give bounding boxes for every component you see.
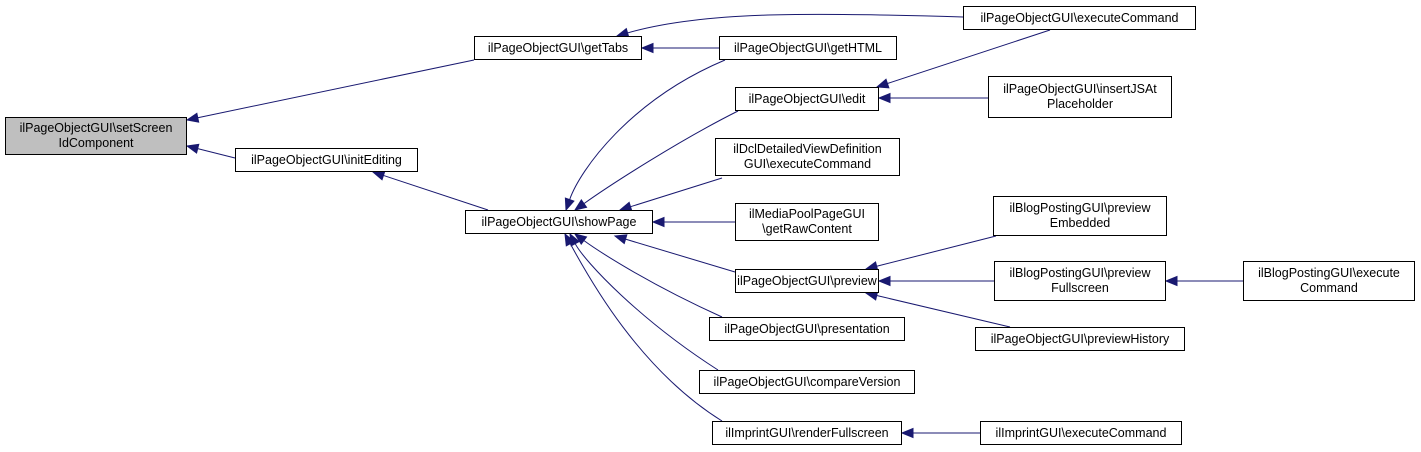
node-label-line: ilPageObjectGUI\showPage: [481, 214, 637, 229]
node-label-line: ilPageObjectGUI\executeCommand: [980, 10, 1179, 25]
node-label-line: ilPageObjectGUI\getHTML: [734, 40, 882, 55]
arrowhead-icon: [877, 275, 891, 287]
node-label-line: GUI\executeCommand: [743, 157, 872, 171]
arrowhead-icon: [573, 233, 588, 246]
edge-blogEmbedded-to-preview: [876, 235, 997, 267]
node-label-line: ilImprintGUI\renderFullscreen: [725, 425, 889, 440]
edge-dclDetailed-to-showPage: [630, 177, 723, 208]
node-initEditing[interactable]: ilPageObjectGUI\initEditing: [235, 148, 418, 172]
node-renderFullscreen[interactable]: ilImprintGUI\renderFullscreen: [712, 421, 902, 445]
edge-executeCommand-to-edit: [887, 29, 1051, 84]
arrowhead-icon: [564, 232, 576, 247]
node-label-line: ilPageObjectGUI\getTabs: [487, 40, 629, 55]
node-label-line: Fullscreen: [1051, 281, 1109, 295]
arrowhead-icon: [371, 170, 386, 181]
node-label-line: \getRawContent: [762, 222, 852, 236]
node-getTabs[interactable]: ilPageObjectGUI\getTabs: [474, 36, 642, 60]
arrowhead-icon: [564, 197, 575, 212]
node-label-line: IdComponent: [58, 136, 134, 150]
node-getHTML[interactable]: ilPageObjectGUI\getHTML: [719, 36, 897, 60]
node-label-line: ilPageObjectGUI\insertJSAt: [1003, 82, 1157, 96]
node-executeCommand[interactable]: ilPageObjectGUI\executeCommand: [963, 6, 1196, 30]
node-label-line: Embedded: [1049, 216, 1111, 230]
node-previewHistory[interactable]: ilPageObjectGUI\previewHistory: [975, 327, 1185, 351]
node-label-line: ilBlogPostingGUI\preview: [1009, 266, 1151, 280]
node-label-line: Command: [1300, 281, 1358, 295]
node-compareVersion[interactable]: ilPageObjectGUI\compareVersion: [699, 370, 915, 394]
node-edit[interactable]: ilPageObjectGUI\edit: [735, 87, 879, 111]
edge-presentation-to-showPage: [583, 240, 723, 318]
node-label-line: ilDclDetailedViewDefinition: [733, 142, 882, 156]
arrowhead-icon: [877, 92, 891, 104]
edge-showPage-to-initEditing: [383, 174, 489, 211]
node-label-line: ilPageObjectGUI\compareVersion: [713, 374, 901, 389]
node-label-line: ilPageObjectGUI\previewHistory: [990, 331, 1170, 346]
node-showPage[interactable]: ilPageObjectGUI\showPage: [465, 210, 653, 234]
edge-getTabs-to-setScreenId: [197, 59, 475, 119]
node-preview[interactable]: ilPageObjectGUI\preview: [735, 269, 879, 293]
edge-edit-to-showPage: [583, 110, 739, 205]
edge-executeCommand-to-getTabs: [627, 13, 964, 34]
arrowhead-icon: [900, 427, 914, 439]
node-label-line: ilMediaPoolPageGUI: [748, 207, 866, 221]
arrowhead-icon: [1164, 275, 1178, 287]
node-label-line: ilImprintGUI\executeCommand: [995, 425, 1167, 440]
arrowhead-icon: [613, 234, 628, 245]
arrowhead-icon: [875, 78, 890, 89]
node-mediaPool[interactable]: ilMediaPoolPageGUI\getRawContent: [735, 203, 879, 241]
edge-compareVersion-to-showPage: [574, 243, 719, 371]
arrowhead-icon: [185, 143, 200, 154]
arrowhead-icon: [573, 199, 588, 211]
edge-initEditing-to-setScreenId: [197, 148, 236, 159]
edge-previewHistory-to-preview: [876, 295, 1011, 328]
edge-getHTML-to-showPage: [569, 59, 726, 200]
node-label-line: ilBlogPostingGUI\execute: [1258, 266, 1400, 280]
arrowhead-icon: [185, 112, 200, 123]
node-label-line: ilPageObjectGUI\presentation: [724, 321, 890, 336]
node-label-line: ilPageObjectGUI\edit: [748, 91, 866, 106]
node-imprintExecute[interactable]: ilImprintGUI\executeCommand: [980, 421, 1182, 445]
node-label-line: ilPageObjectGUI\preview: [737, 273, 877, 288]
arrowhead-icon: [640, 42, 654, 54]
edge-preview-to-showPage: [625, 238, 736, 273]
node-label-line: ilBlogPostingGUI\preview: [1009, 201, 1151, 215]
arrowhead-icon: [651, 216, 665, 228]
node-presentation[interactable]: ilPageObjectGUI\presentation: [709, 317, 905, 341]
edge-renderFullscreen-to-showPage: [569, 243, 723, 422]
node-label-line: Placeholder: [1046, 97, 1113, 111]
node-label-line: ilPageObjectGUI\initEditing: [251, 152, 402, 167]
node-label-line: ilPageObjectGUI\setScreen: [19, 121, 173, 135]
